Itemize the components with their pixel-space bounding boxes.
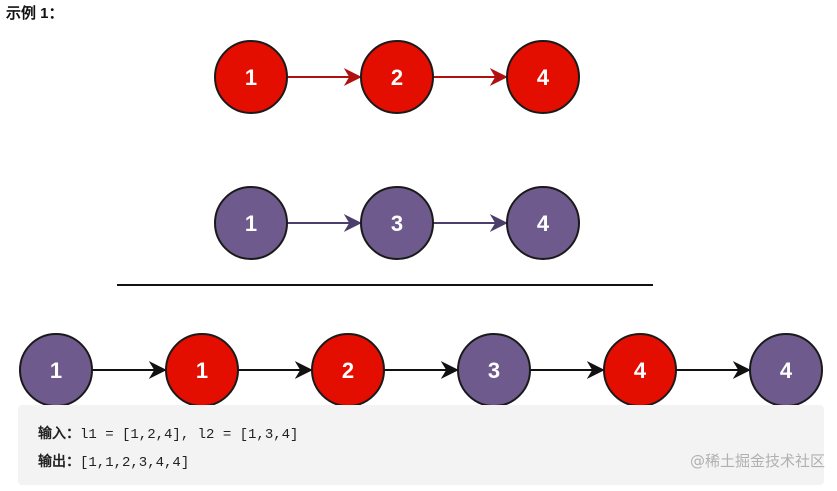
input-label: 输入： xyxy=(38,426,80,442)
node-label-l1-0: 1 xyxy=(245,65,257,90)
node-label-l2-1: 3 xyxy=(391,211,403,236)
node-l2-1 xyxy=(360,186,434,260)
example-heading: 示例 1： xyxy=(6,5,64,22)
list-rows: 1 2 4 1 3 4 1 1 2 3 4 4 xyxy=(19,40,823,405)
node-merged-4 xyxy=(603,333,677,405)
linked-list-merge-diagram: 1 2 4 1 3 4 1 1 2 3 4 4 xyxy=(19,40,823,405)
list-row-l2: 1 3 4 xyxy=(214,186,580,260)
output-line: 输出：[1,1,2,3,4,4] xyxy=(38,451,189,471)
node-label-merged-1: 1 xyxy=(196,358,208,383)
node-l1-0 xyxy=(214,40,288,114)
list-row-l1: 1 2 4 xyxy=(214,40,580,114)
input-value: l1 = [1,2,4], l2 = [1,3,4] xyxy=(80,427,299,443)
example-code-block: 输入：l1 = [1,2,4], l2 = [1,3,4] 输出：[1,1,2,… xyxy=(18,405,824,485)
node-label-l2-2: 4 xyxy=(537,211,550,236)
node-label-l1-1: 2 xyxy=(391,65,403,90)
node-label-merged-4: 4 xyxy=(634,358,647,383)
node-l1-1 xyxy=(360,40,434,114)
node-label-merged-3: 3 xyxy=(488,358,500,383)
node-l2-2 xyxy=(506,186,580,260)
node-label-merged-5: 4 xyxy=(780,358,793,383)
watermark: @稀土掘金技术社区 xyxy=(689,452,825,470)
list-row-merged: 1 1 2 3 4 4 xyxy=(19,333,823,405)
node-label-l2-0: 1 xyxy=(245,211,257,236)
node-merged-5 xyxy=(749,333,823,405)
output-value: [1,1,2,3,4,4] xyxy=(80,455,190,471)
node-merged-0 xyxy=(19,333,93,405)
node-merged-1 xyxy=(165,333,239,405)
input-line: 输入：l1 = [1,2,4], l2 = [1,3,4] xyxy=(38,423,298,443)
node-label-l1-2: 4 xyxy=(537,65,550,90)
node-merged-2 xyxy=(311,333,385,405)
node-label-merged-0: 1 xyxy=(50,358,62,383)
node-l2-0 xyxy=(214,186,288,260)
output-label: 输出： xyxy=(38,454,80,470)
node-label-merged-2: 2 xyxy=(342,358,354,383)
node-merged-3 xyxy=(457,333,531,405)
node-l1-2 xyxy=(506,40,580,114)
